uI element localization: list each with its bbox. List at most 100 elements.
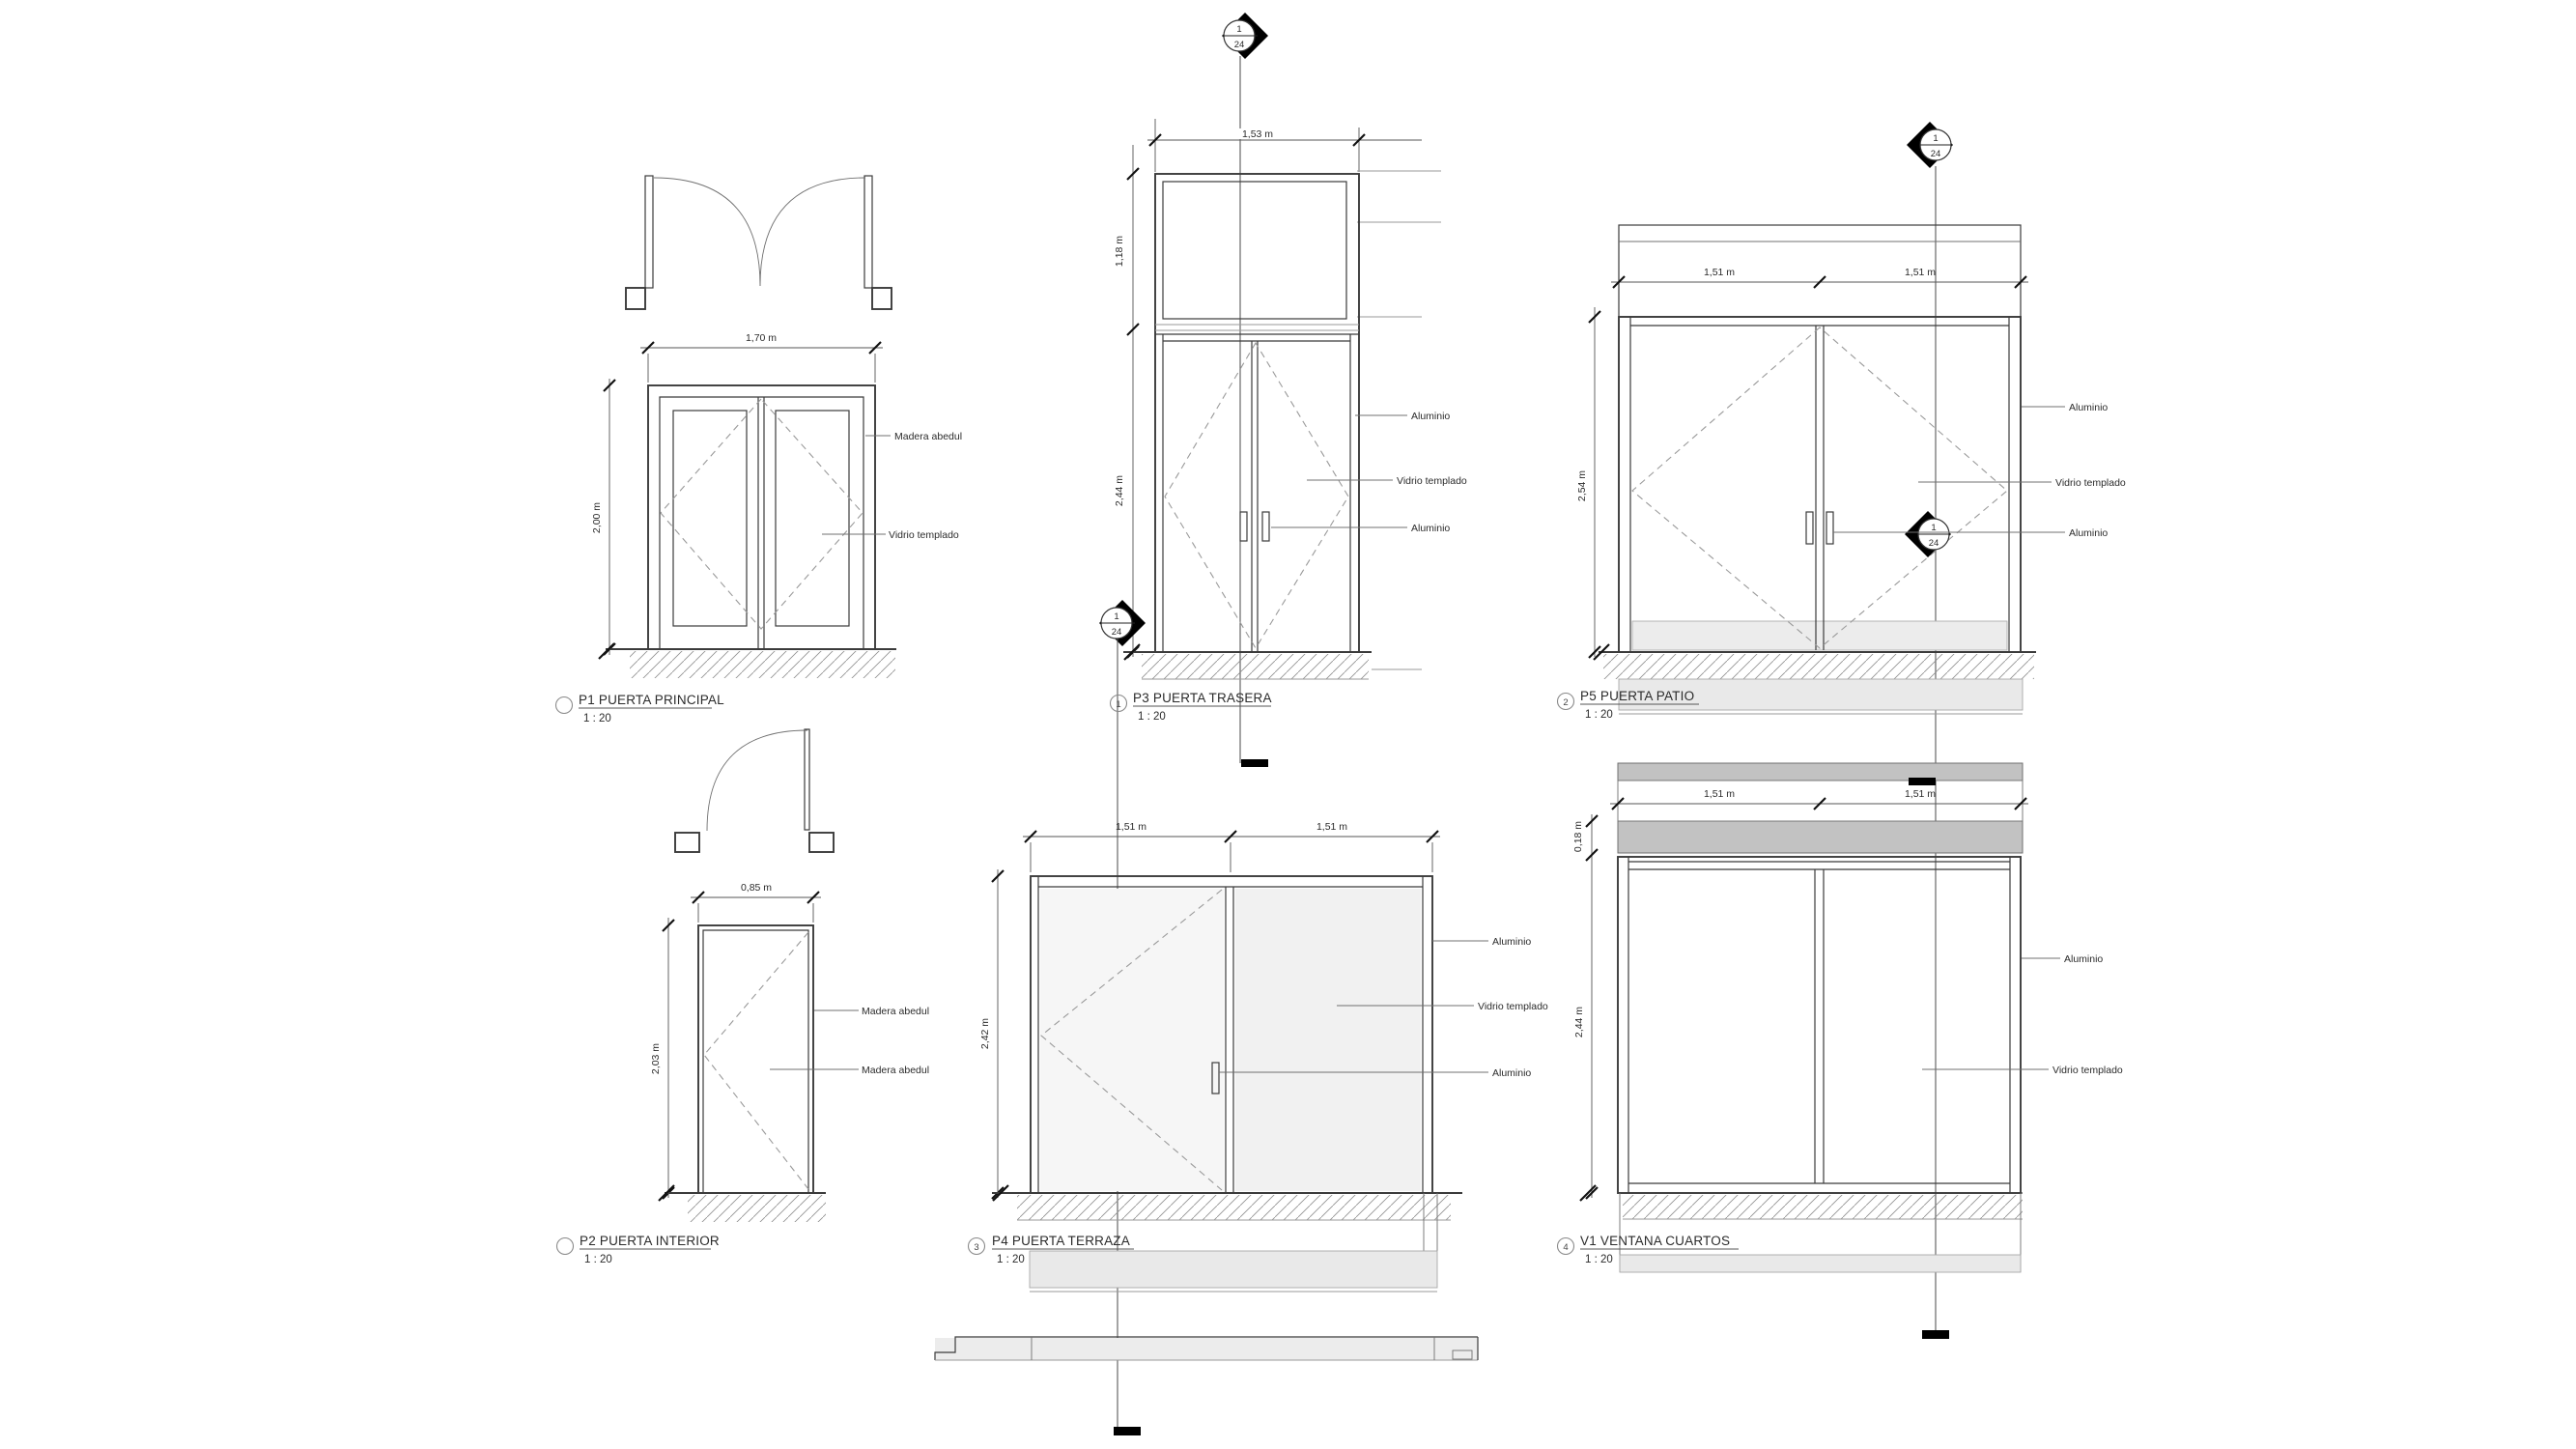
p2-plan-single-swing: [674, 728, 835, 853]
v1-label-glass: Vidrio templado: [2052, 1065, 2123, 1076]
p4-material-labels: Aluminio Vidrio templado Aluminio: [1219, 936, 1548, 1079]
p1-elevation: [647, 384, 876, 650]
v1-scale: 1 : 20: [1585, 1254, 1613, 1265]
p2-puerta-interior: 0,85 m 2,03 m Madera abedul Madera abedu…: [555, 728, 929, 1265]
p5-label-handle: Aluminio: [2069, 527, 2108, 539]
p1-swing-diamond: [660, 398, 863, 630]
v1-dim-width-right: 1,51 m: [1905, 788, 1936, 800]
p5-marker-sheet-number: 24: [1931, 149, 1941, 159]
p4-title: P4 PUERTA TERRAZA: [992, 1234, 1130, 1248]
p3-title: P3 PUERTA TRASERA: [1133, 691, 1272, 705]
p5-puerta-patio: 1 24 1,51 m 1,51 m: [1556, 122, 2126, 1334]
v1-title: V1 VENTANA CUARTOS: [1580, 1234, 1730, 1248]
p5-height-dimension: 2,54 m: [1576, 307, 1601, 659]
v1-dim-band: 0,18 m: [1572, 821, 1584, 852]
p4-number: 3: [974, 1242, 978, 1253]
p1-height-dimension: 2,00 m: [591, 379, 616, 656]
p1-label-glass: Vidrio templado: [889, 529, 959, 541]
p1-scale: 1 : 20: [583, 713, 611, 724]
v1-title-block: 4 V1 VENTANA CUARTOS 1 : 20: [1556, 1234, 1739, 1265]
p5-mid-marker-detail-number: 1: [1931, 523, 1936, 533]
p5-material-labels: Aluminio Vidrio templado Aluminio: [1833, 402, 2126, 539]
v1-elevation: [1617, 856, 2022, 1194]
p3-label-frame: Aluminio: [1411, 411, 1450, 422]
v1-wall-bands: 1,51 m 1,51 m: [1610, 762, 2028, 854]
p4-width-dimensions: 1,51 m 1,51 m: [1023, 821, 1440, 872]
p4-title-block: 3 P4 PUERTA TERRAZA 1 : 20: [967, 1234, 1134, 1265]
p2-dim-width: 0,85 m: [741, 882, 772, 894]
p2-ground-hatch: [658, 1184, 826, 1222]
p1-plan-double-swing: [625, 175, 892, 310]
p3-dim-transom: 1,18 m: [1114, 236, 1125, 267]
v1-height-dimensions: 0,18 m 2,44 m: [1572, 814, 1599, 1200]
p3-dim-width: 1,53 m: [1242, 128, 1273, 140]
p2-label-frame: Madera abedul: [862, 1006, 929, 1017]
p1-title: P1 PUERTA PRINCIPAL: [579, 693, 724, 707]
p5-dim-height: 2,54 m: [1576, 470, 1588, 501]
p3-label-glass: Vidrio templado: [1397, 475, 1467, 487]
p5-marker-detail-number: 1: [1933, 133, 1938, 144]
p2-dim-height: 2,03 m: [650, 1043, 662, 1074]
p2-title: P2 PUERTA INTERIOR: [580, 1234, 720, 1248]
p5-dim-width-right: 1,51 m: [1905, 267, 1936, 278]
p5-patio-slab: [1618, 678, 2024, 711]
p2-title-block: P2 PUERTA INTERIOR 1 : 20: [555, 1234, 720, 1265]
p5-threshold: [1631, 620, 2008, 651]
p2-elevation: [697, 924, 814, 1194]
p4-terrace-slab: [1029, 1250, 1438, 1289]
p2-width-dimension: 0,85 m: [691, 882, 821, 923]
p1-dim-width: 1,70 m: [746, 332, 777, 344]
v1-ventana-cuartos: 1,51 m 1,51 m 0,18 m 2,44 m Aluminio: [1556, 762, 2123, 1339]
p4-dim-width-left: 1,51 m: [1116, 821, 1146, 833]
p4-ground-hatch: [992, 1184, 1462, 1293]
p4-label-frame: Aluminio: [1492, 936, 1531, 948]
p3-section-marker-left: 1 24: [1099, 600, 1146, 646]
p5-header-band: 1,51 m 1,51 m: [1611, 224, 2028, 318]
p2-material-labels: Madera abedul Madera abedul: [770, 1006, 929, 1076]
p3-marker-sheet-number: 24: [1234, 40, 1245, 50]
p5-section-marker-mid: 1 24: [1905, 511, 1951, 557]
p3-height-dimensions: 1,18 m 2,44 m: [1114, 145, 1140, 659]
v1-dim-height: 2,44 m: [1573, 1007, 1585, 1037]
p5-section-marker-top: 1 24: [1907, 122, 1953, 168]
p3-left-marker-sheet-number: 24: [1112, 627, 1122, 638]
p3-material-labels: Aluminio Vidrio templado Aluminio: [1271, 411, 1467, 534]
p5-handle-left: [1805, 511, 1814, 545]
p4-sliding-mark: [1040, 889, 1223, 1191]
v1-number: 4: [1563, 1242, 1568, 1253]
p4-section-cut-bar: [1114, 1427, 1141, 1435]
p4-label-handle: Aluminio: [1492, 1067, 1531, 1079]
v1-section-cut-bar-bottom: [1922, 1330, 1949, 1339]
p5-elevation: [1618, 316, 2022, 653]
p3-left-marker-detail-number: 1: [1114, 611, 1118, 622]
v1-section-cut-bar-top: [1909, 778, 1936, 785]
p3-elevation: [1154, 173, 1360, 653]
p5-handle-right: [1826, 511, 1834, 545]
p5-swing-diamond: [1631, 327, 2008, 649]
p4-sill-plan-strip: [934, 1336, 1479, 1361]
v1-ground-hatch: [1579, 1184, 2023, 1273]
p3-title-block: 1 P3 PUERTA TRASERA 1 : 20: [1109, 691, 1272, 723]
p4-dim-width-right: 1,51 m: [1316, 821, 1347, 833]
p3-ground-hatch: [1123, 643, 1422, 680]
p4-dim-height: 2,42 m: [979, 1018, 991, 1049]
p5-title: P5 PUERTA PATIO: [1580, 689, 1694, 703]
p5-dim-width-left: 1,51 m: [1704, 267, 1735, 278]
p2-scale: 1 : 20: [584, 1254, 612, 1265]
p3-section-cut-bar: [1241, 759, 1268, 767]
p5-title-block: 2 P5 PUERTA PATIO 1 : 20: [1556, 689, 1699, 721]
p5-label-glass: Vidrio templado: [2055, 477, 2126, 489]
p5-scale: 1 : 20: [1585, 709, 1613, 721]
p4-scale: 1 : 20: [997, 1254, 1025, 1265]
p3-reference-lines: [1357, 170, 1441, 318]
p3-handle-left: [1239, 511, 1248, 542]
v1-material-labels: Aluminio Vidrio templado: [1922, 953, 2123, 1076]
p1-puerta-principal: 1,70 m 2,00 m Madera abedul Vidrio templ…: [554, 175, 962, 724]
p1-title-block: P1 PUERTA PRINCIPAL 1 : 20: [554, 693, 724, 724]
p5-ground-hatch: [1593, 643, 2036, 715]
p5-mid-marker-sheet-number: 24: [1929, 538, 1939, 549]
p4-elevation: [1030, 875, 1433, 1194]
p4-label-glass: Vidrio templado: [1478, 1001, 1548, 1012]
